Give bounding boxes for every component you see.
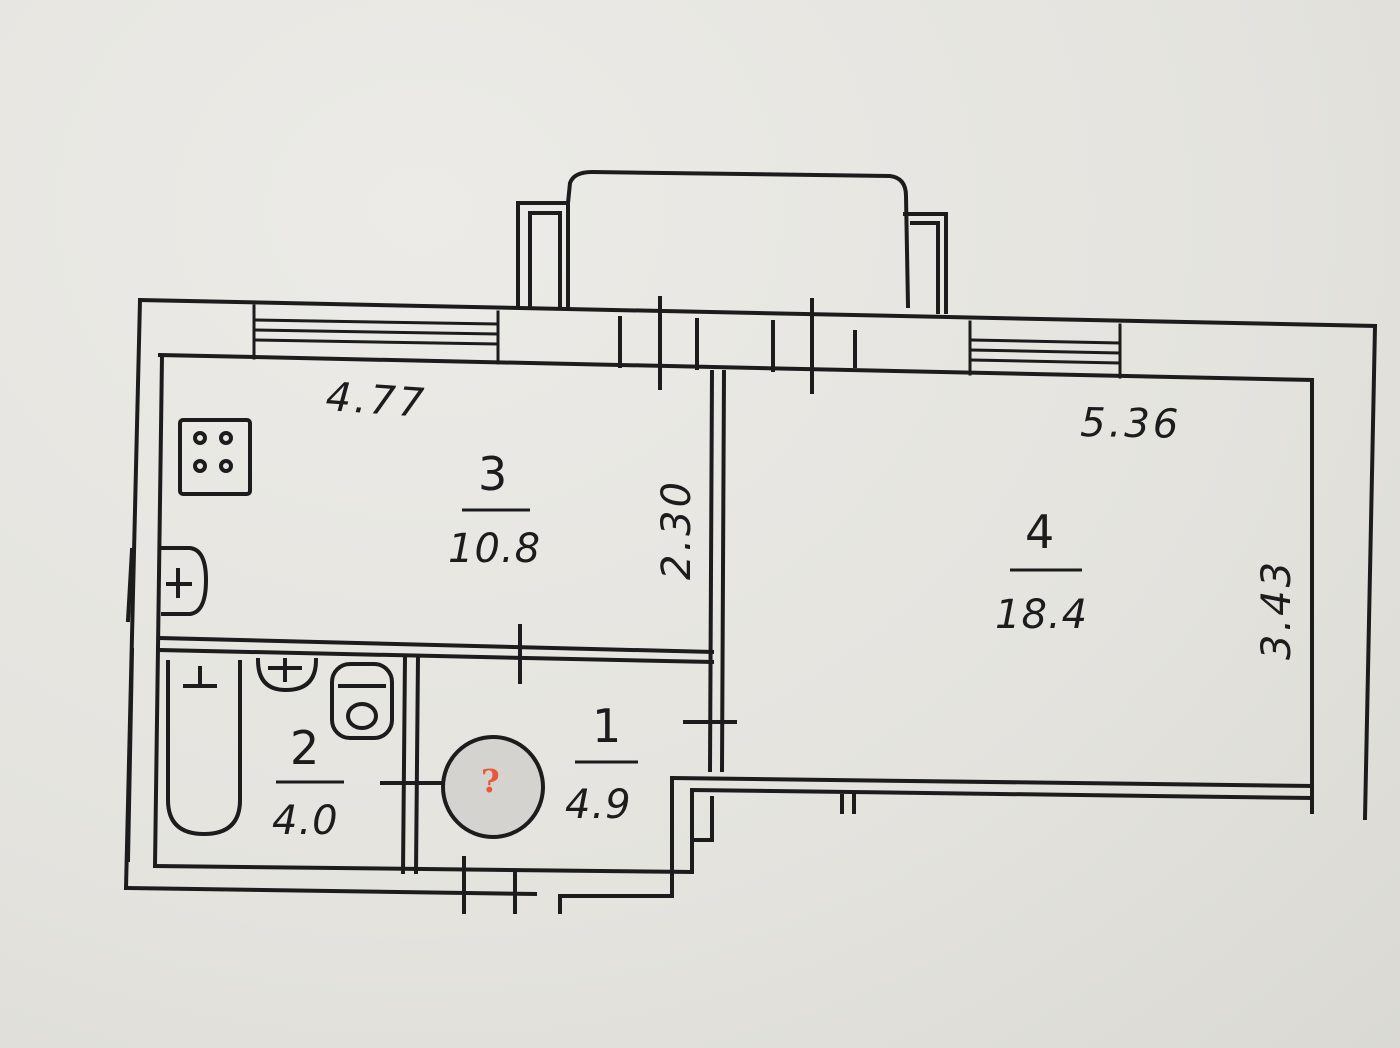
- room-2-area: 4.0: [272, 798, 339, 844]
- room-4-area: 18.4: [995, 592, 1088, 638]
- room-3-area: 10.8: [448, 526, 541, 572]
- bathtub: [166, 660, 242, 837]
- room-3-number: 3: [478, 447, 507, 501]
- stove: [178, 418, 252, 496]
- room-depth-label: 3.43: [1254, 559, 1300, 660]
- bathroom-sink: [255, 657, 319, 693]
- window-room: [968, 320, 1122, 379]
- kitchen-width-label: 4.77: [324, 374, 428, 427]
- unknown-marker: ?: [441, 735, 545, 839]
- balcony-door-frame: [618, 296, 857, 394]
- exterior-right-wall: [1310, 323, 1378, 821]
- interior-walls: [157, 369, 856, 914]
- exterior-bottom-wall: [123, 775, 1315, 914]
- window-kitchen: [252, 304, 500, 365]
- room-2-number: 2: [290, 721, 319, 775]
- kitchen-depth-label: 2.30: [654, 479, 700, 580]
- room-1-number: 1: [592, 699, 621, 753]
- toilet: [330, 662, 394, 740]
- exterior-left-wall: [123, 297, 165, 891]
- room-width-label: 5.36: [1080, 400, 1182, 448]
- balcony: [516, 169, 948, 314]
- room-4-number: 4: [1025, 505, 1054, 559]
- kitchen-sink: [161, 546, 209, 616]
- marker-question-label: ?: [481, 762, 500, 800]
- plan-walls: [123, 169, 1378, 914]
- room-1-area: 4.9: [565, 782, 632, 828]
